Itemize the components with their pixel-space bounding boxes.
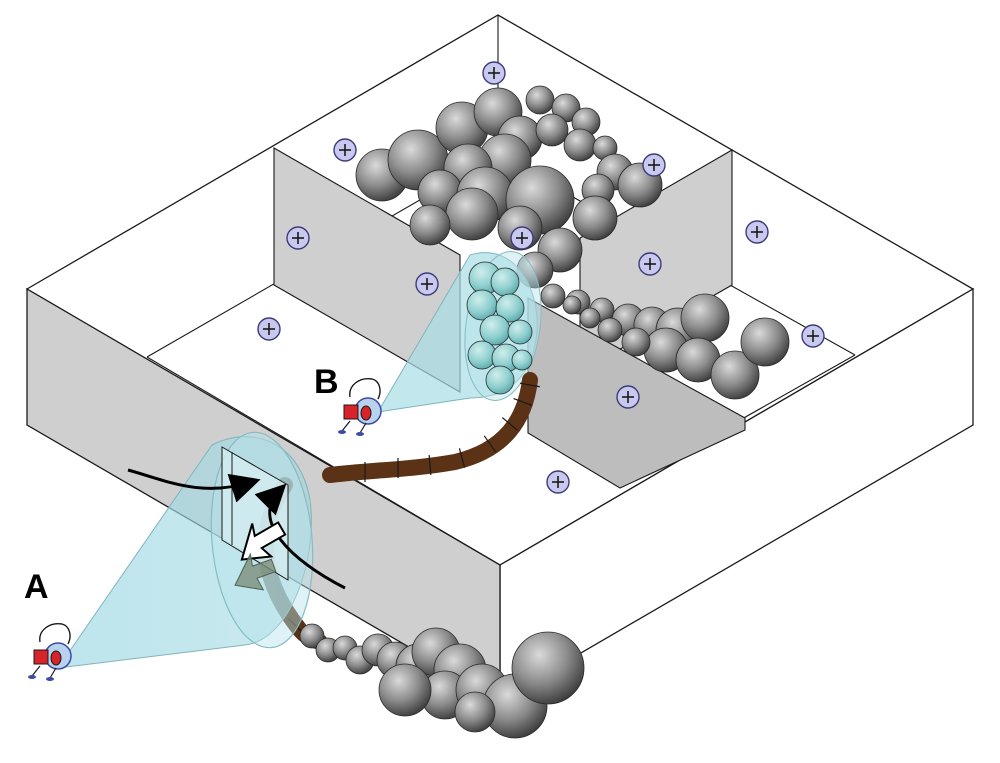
block-arrow-icon — [234, 552, 277, 591]
plus-in-circle-icon — [642, 153, 666, 177]
plus-in-circle-icon — [638, 252, 662, 276]
sphere — [621, 327, 651, 357]
label-a: A — [24, 568, 49, 606]
sphere — [445, 187, 499, 241]
sphere — [579, 307, 601, 329]
sphere — [378, 663, 432, 717]
charge-markers — [257, 61, 825, 494]
plus-in-circle-icon — [510, 226, 534, 250]
sphere — [467, 340, 497, 370]
plus-in-circle-icon — [801, 324, 825, 348]
tube-tick — [513, 398, 533, 406]
tube-tick — [458, 448, 466, 468]
curved-arrow-icon — [254, 483, 346, 590]
label-b: B — [314, 363, 339, 401]
sphere — [479, 314, 511, 346]
camera-icon — [28, 623, 72, 681]
sphere-cluster-back — [355, 85, 790, 400]
sphere — [525, 85, 555, 115]
sphere — [540, 283, 566, 309]
tube-tick — [483, 435, 497, 453]
plus-in-circle-icon — [482, 61, 506, 85]
plus-in-circle-icon — [415, 272, 439, 296]
flow-arrows — [127, 468, 346, 591]
sphere — [495, 293, 525, 323]
sphere — [680, 293, 730, 343]
sphere — [507, 319, 533, 345]
sphere — [572, 195, 618, 241]
tube-tick — [428, 454, 432, 476]
sphere — [511, 631, 585, 705]
plus-in-circle-icon — [616, 385, 640, 409]
plus-in-circle-icon — [257, 317, 281, 341]
sphere — [563, 128, 597, 162]
sphere — [490, 267, 520, 297]
plus-in-circle-icon — [333, 138, 357, 162]
sphere — [485, 365, 515, 395]
sphere — [535, 113, 569, 147]
sphere — [597, 317, 623, 343]
sphere — [409, 204, 451, 246]
curved-arrow-icon — [127, 468, 261, 503]
tube-ticks — [288, 382, 540, 640]
block-arrow-icon — [240, 521, 287, 561]
sphere — [511, 349, 533, 371]
front-wall-edge — [146, 356, 501, 566]
sphere — [562, 295, 582, 315]
sphere-cluster-in-beam — [466, 261, 533, 395]
tube-path-b — [322, 372, 538, 483]
tube-tick — [520, 382, 540, 388]
sphere — [454, 691, 496, 733]
sphere — [710, 350, 760, 400]
plus-in-circle-icon — [745, 220, 769, 244]
camera-icon — [338, 378, 382, 436]
plus-in-circle-icon — [286, 226, 310, 250]
tube-tick — [501, 417, 519, 431]
sphere — [740, 317, 790, 367]
sphere — [299, 623, 325, 649]
sphere-cluster-front — [299, 623, 585, 739]
plus-in-circle-icon — [546, 470, 570, 494]
